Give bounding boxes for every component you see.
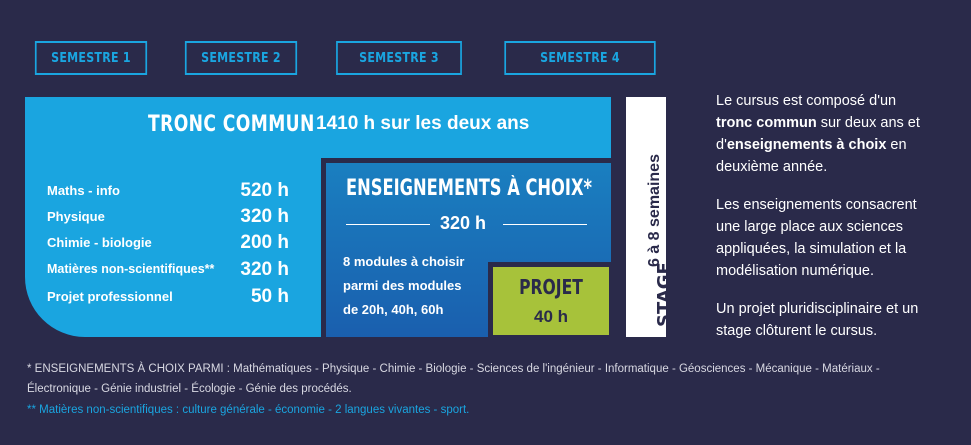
- side-text: une large place aux sciences: [716, 219, 904, 235]
- subject-hours: 50 h: [250, 286, 289, 307]
- choix-desc-line: 8 modules à choisir: [343, 254, 465, 269]
- footnote-non-scientifiques: ** Matières non-scientifiques : culture …: [27, 404, 470, 416]
- subject-hours: 320 h: [240, 206, 289, 227]
- side-text: d': [716, 137, 727, 153]
- side-bold-choix: enseignements à choix: [726, 137, 887, 153]
- choix-title: ENSEIGNEMENTS À CHOIX*: [346, 176, 593, 201]
- side-text: Le cursus est composé d'un: [716, 93, 897, 109]
- side-text: Un projet pluridisciplinaire et un: [716, 301, 919, 317]
- side-text: sur deux ans et: [816, 115, 920, 131]
- choix-divider-right: [503, 224, 587, 225]
- tronc-commun-subtitle: 1410 h sur les deux ans: [316, 113, 530, 134]
- choix-desc-line: parmi des modules: [343, 278, 462, 293]
- subject-name: Chimie - biologie: [47, 235, 152, 250]
- semester-2-box: SEMESTRE 2: [184, 41, 298, 75]
- footnote-choix-cont: Électronique - Génie industriel - Écolog…: [27, 383, 352, 395]
- stage-block: 6 à 8 semaines STAGE: [626, 97, 675, 337]
- subject-name: Physique: [47, 209, 105, 224]
- side-text: appliquées, la simulation et la: [716, 241, 907, 257]
- stage-duration: 6 à 8 semaines: [646, 154, 663, 267]
- subject-name: Matières non-scientifiques**: [47, 262, 215, 276]
- stage-label: STAGE: [654, 262, 675, 327]
- subject-hours: 320 h: [240, 259, 289, 280]
- side-paragraph-1: Le cursus est composé d'un tronc commun …: [716, 90, 956, 178]
- side-bold-tronc: tronc commun: [716, 115, 817, 131]
- side-paragraph-3: Un projet pluridisciplinaire et un stage…: [716, 298, 956, 342]
- choix-desc-line: de 20h, 40h, 60h: [343, 302, 444, 317]
- projet-hours: 40 h: [533, 307, 569, 326]
- subject-name: Projet professionnel: [47, 289, 173, 304]
- side-text: en: [886, 137, 907, 153]
- projet-block: PROJET 40 h: [493, 267, 609, 335]
- side-paragraph-2: Les enseignements consacrent une large p…: [716, 194, 956, 282]
- choix-hours: 320 h: [440, 213, 487, 233]
- subject-hours: 520 h: [240, 180, 289, 201]
- choix-divider-left: [346, 224, 430, 225]
- subject-name: Maths - info: [47, 183, 120, 198]
- tronc-commun-title: TRONC COMMUN: [148, 112, 315, 137]
- semester-1-box: SEMESTRE 1: [34, 41, 148, 75]
- subject-hours: 200 h: [240, 232, 289, 253]
- semester-4-box: SEMESTRE 4: [504, 41, 656, 75]
- side-text: stage clôturent le cursus.: [716, 323, 878, 339]
- footnote-choix: * ENSEIGNEMENTS À CHOIX PARMI : Mathémat…: [27, 363, 880, 375]
- side-text: modélisation numérique.: [716, 263, 874, 279]
- choix-description: 8 modules à choisir parmi des modules de…: [343, 250, 483, 322]
- semester-3-box: SEMESTRE 3: [336, 41, 462, 75]
- side-text: Les enseignements consacrent: [716, 197, 917, 213]
- side-text: deuxième année.: [716, 159, 828, 175]
- projet-title: PROJET: [519, 275, 583, 299]
